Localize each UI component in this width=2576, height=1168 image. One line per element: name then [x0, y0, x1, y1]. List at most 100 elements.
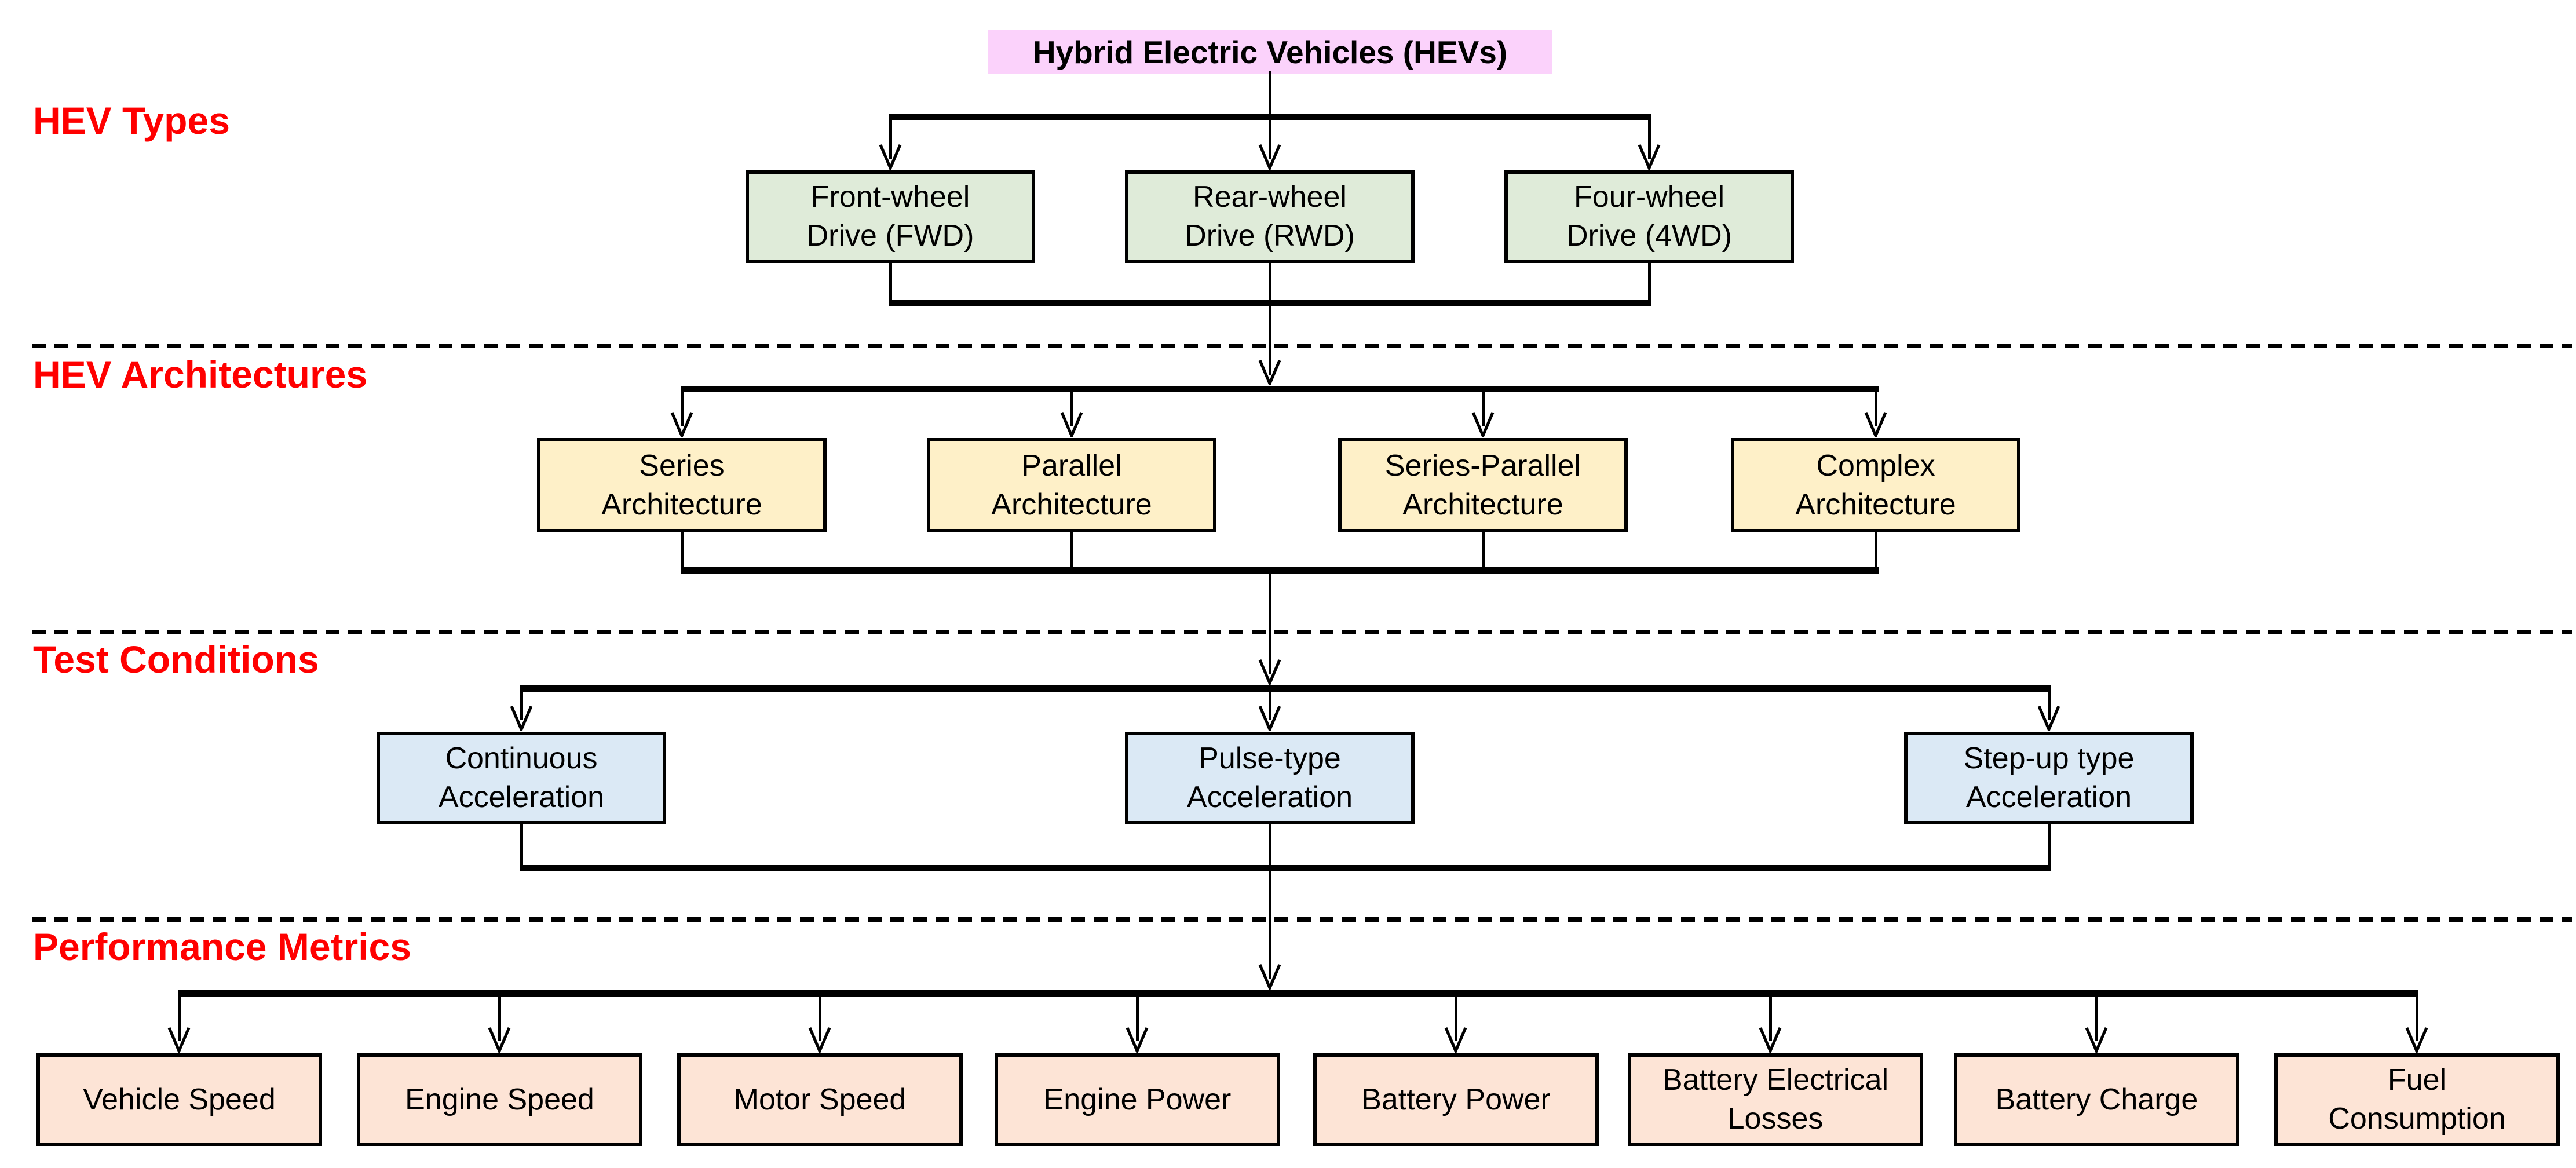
node-label: Complex Architecture: [1795, 448, 1956, 521]
edge-line: [1455, 997, 1457, 1041]
node-label: Front-wheel Drive (FWD): [806, 180, 974, 253]
edge-line: [2095, 997, 2098, 1041]
branch-bar: [889, 114, 1651, 120]
section-label-hev-architectures: HEV Architectures: [33, 353, 368, 396]
edge-line: [1269, 692, 1271, 720]
arrow-down-icon: [1471, 412, 1495, 437]
node-label: Battery Charge: [1995, 1082, 2198, 1116]
node-battery-power: Battery Power: [1313, 1053, 1599, 1146]
node-label: Series-Parallel Architecture: [1384, 448, 1581, 521]
edge-line: [1269, 117, 1271, 159]
node-complex-architecture: Complex Architecture: [1731, 438, 2020, 532]
node-label: Engine Power: [1043, 1082, 1232, 1116]
node-pulse-type-acceleration: Pulse-type Acceleration: [1125, 732, 1415, 824]
edge-line: [1269, 570, 1271, 674]
arrow-down-icon: [2085, 1027, 2108, 1053]
edge-line: [681, 530, 684, 570]
node-label: Continuous Acceleration: [438, 742, 605, 814]
edge-line: [1648, 117, 1651, 159]
node-label: Fuel Consumption: [2328, 1063, 2506, 1136]
node-label: Battery Electrical Losses: [1662, 1063, 1889, 1136]
node-rear-wheel-drive: Rear-wheel Drive (RWD): [1125, 170, 1415, 263]
arrow-down-icon: [1258, 659, 1281, 685]
node-label: Series Architecture: [601, 448, 762, 521]
node-battery-electrical-losses: Battery Electrical Losses: [1628, 1053, 1923, 1146]
edge-line: [2048, 692, 2051, 720]
edge-line: [1136, 997, 1139, 1041]
node-motor-speed: Motor Speed: [677, 1053, 963, 1146]
edge-line: [520, 692, 523, 720]
branch-bar: [681, 386, 1879, 392]
edge-line: [681, 392, 684, 426]
edge-line: [2048, 822, 2051, 868]
node-label: Battery Power: [1361, 1082, 1551, 1116]
arrow-down-icon: [1258, 964, 1281, 990]
edge-line: [1875, 530, 1877, 570]
arrow-down-icon: [808, 1027, 831, 1053]
node-front-wheel-drive: Front-wheel Drive (FWD): [746, 170, 1035, 263]
node-battery-charge: Battery Charge: [1954, 1053, 2239, 1146]
arrow-down-icon: [1060, 412, 1083, 437]
arrow-down-icon: [1638, 144, 1661, 170]
edge-line: [889, 261, 892, 302]
edge-line: [1269, 822, 1271, 868]
edge-line: [819, 997, 821, 1041]
section-label-hev-types: HEV Types: [33, 99, 230, 142]
arrow-down-icon: [510, 706, 533, 731]
edge-line: [498, 997, 501, 1041]
node-engine-speed: Engine Speed: [357, 1053, 642, 1146]
arrow-down-icon: [1864, 412, 1887, 437]
merge-bar: [681, 567, 1879, 574]
branch-bar: [520, 685, 2051, 692]
node-fuel-consumption: Fuel Consumption: [2274, 1053, 2560, 1146]
branch-bar: [178, 990, 2418, 997]
section-label-performance-metrics: Performance Metrics: [33, 925, 411, 968]
arrow-down-icon: [1444, 1027, 1467, 1053]
node-label: Four-wheel Drive (4WD): [1566, 180, 1732, 253]
arrow-down-icon: [167, 1027, 191, 1053]
arrow-down-icon: [1258, 360, 1281, 385]
arrow-down-icon: [1258, 144, 1281, 170]
node-vehicle-speed: Vehicle Speed: [36, 1053, 322, 1146]
node-four-wheel-drive: Four-wheel Drive (4WD): [1504, 170, 1794, 263]
edge-line: [1648, 261, 1651, 302]
edge-line: [1269, 302, 1271, 375]
node-label: Motor Speed: [733, 1082, 907, 1116]
section-divider: [32, 344, 2572, 348]
edge-line: [1269, 261, 1271, 302]
arrow-down-icon: [488, 1027, 511, 1053]
node-label: Pulse-type Acceleration: [1186, 742, 1353, 814]
node-series-parallel-architecture: Series-Parallel Architecture: [1338, 438, 1628, 532]
edge-line: [1070, 392, 1073, 426]
edge-line: [178, 997, 181, 1041]
merge-bar: [520, 865, 2051, 871]
edge-line: [889, 117, 892, 159]
arrow-down-icon: [2405, 1027, 2428, 1053]
edge-line: [1769, 997, 1772, 1041]
edge-line: [520, 822, 523, 868]
edge-line: [1482, 530, 1485, 570]
node-series-architecture: Series Architecture: [537, 438, 827, 532]
section-divider: [32, 917, 2572, 922]
node-parallel-architecture: Parallel Architecture: [927, 438, 1216, 532]
arrow-down-icon: [1759, 1027, 1782, 1053]
node-label: Parallel Architecture: [991, 448, 1152, 521]
node-label: Vehicle Speed: [83, 1082, 276, 1116]
arrow-down-icon: [879, 144, 902, 170]
node-continuous-acceleration: Continuous Acceleration: [377, 732, 666, 824]
edge-line: [1875, 392, 1877, 426]
node-label: Rear-wheel Drive (RWD): [1185, 180, 1355, 253]
node-step-up-type-acceleration: Step-up type Acceleration: [1904, 732, 2194, 824]
root-node-hybrid-electric-vehicles: Hybrid Electric Vehicles (HEVs): [988, 30, 1552, 74]
edge-line: [1269, 71, 1271, 116]
node-engine-power: Engine Power: [995, 1053, 1280, 1146]
arrow-down-icon: [1258, 706, 1281, 731]
arrow-down-icon: [670, 412, 693, 437]
root-node-label: Hybrid Electric Vehicles (HEVs): [1032, 34, 1508, 70]
section-divider: [32, 630, 2572, 634]
arrow-down-icon: [2037, 706, 2060, 731]
node-label: Step-up type Acceleration: [1963, 742, 2135, 814]
node-label: Engine Speed: [405, 1082, 594, 1116]
edge-line: [1482, 392, 1485, 426]
